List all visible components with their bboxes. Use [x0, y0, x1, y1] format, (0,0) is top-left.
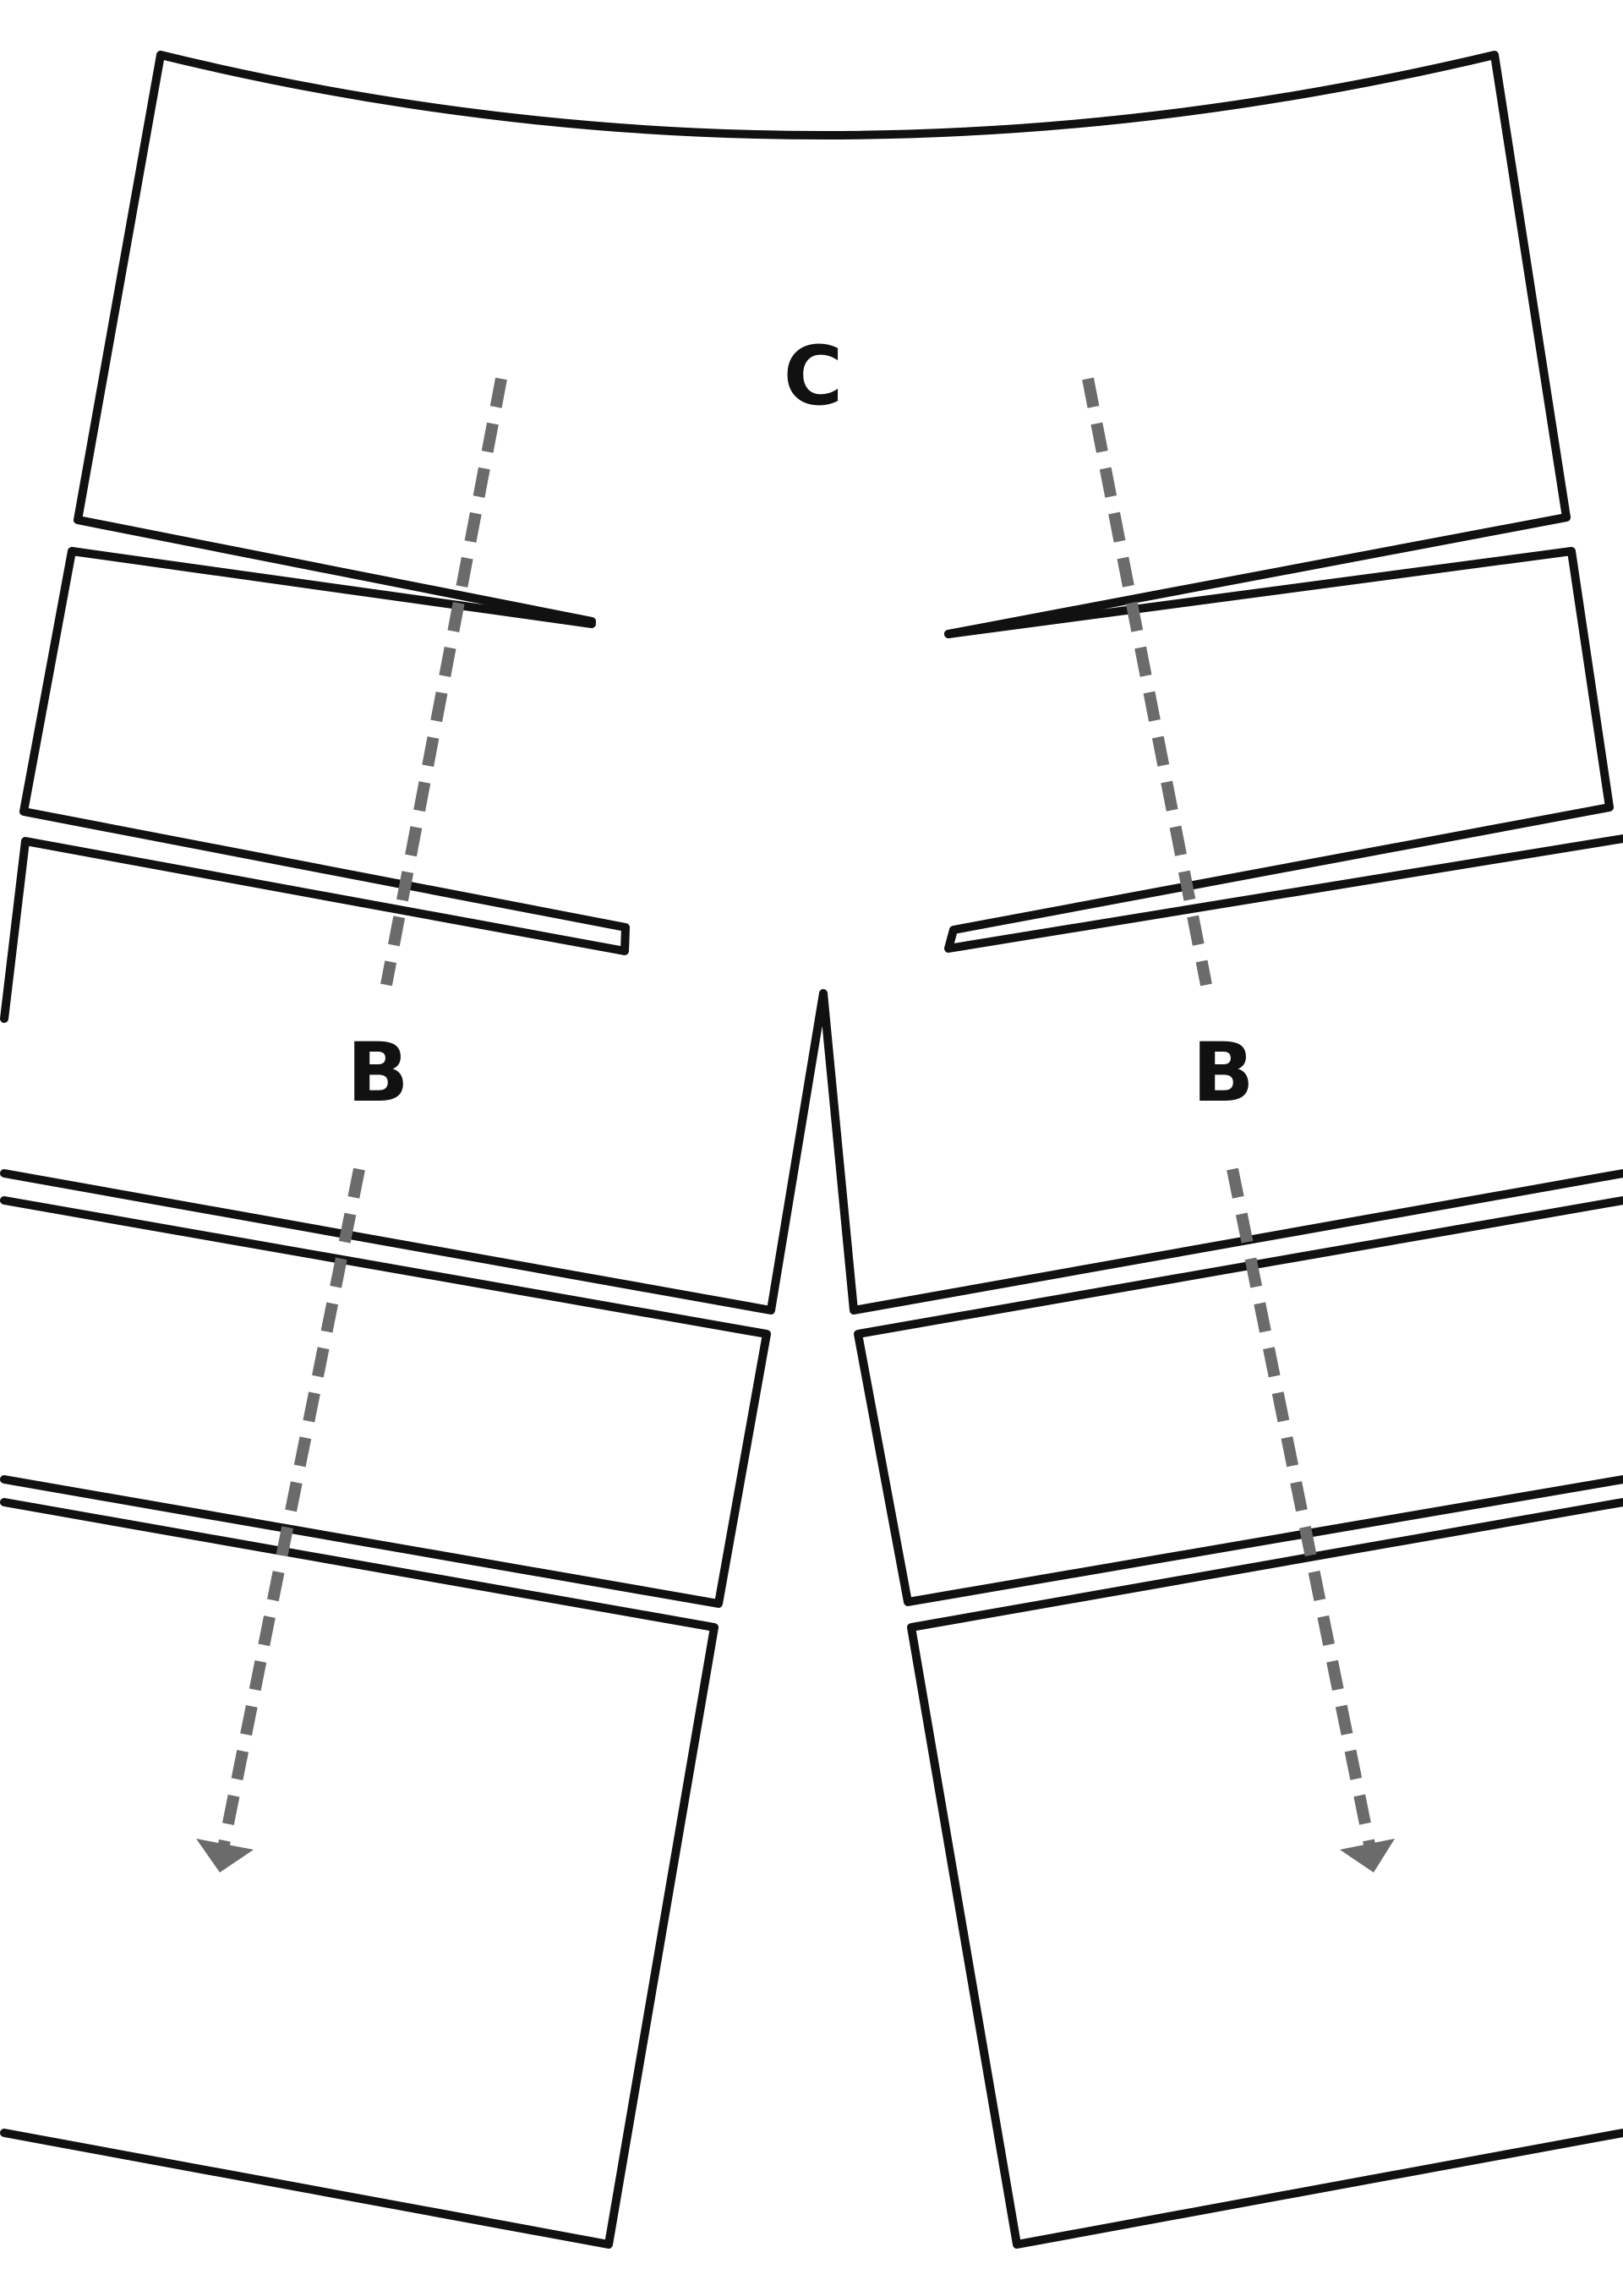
piece-b-left-band-3: [0, 1498, 719, 2249]
label-piece-b-right: B: [1192, 1025, 1254, 1120]
waistband-left-outline: [0, 547, 630, 1023]
grainline-right: [1082, 377, 1375, 1846]
piece-b-right-band-2: [907, 1498, 1623, 2249]
grainline-left-arrowhead: [196, 1839, 254, 1872]
label-piece-c: C: [784, 329, 843, 424]
label-piece-b-left: B: [347, 1025, 408, 1120]
grainline-left: [218, 377, 507, 1846]
piece-b-left-band-2: [0, 1196, 771, 1608]
waistband-right-outline: [944, 547, 1623, 953]
piece-b-right-band-1: [854, 1196, 1623, 1606]
grainline-right-arrowhead: [1340, 1839, 1395, 1872]
piece-c-dart-right: [944, 513, 1571, 638]
piece-c-outline: [74, 51, 596, 626]
piece-b-left-band-1: [0, 989, 1623, 1315]
